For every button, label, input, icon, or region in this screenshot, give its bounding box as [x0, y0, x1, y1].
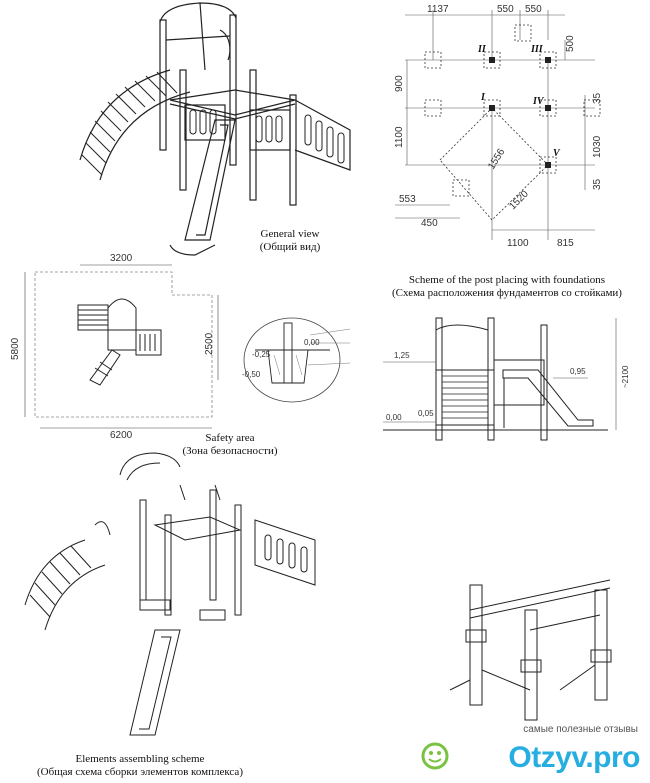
foundation-dim-050: -0,50	[242, 370, 261, 379]
side-view-drawing: 1,25 0,95 ~2100 0,00 0,05	[383, 317, 630, 441]
foundation-detail-drawing: 0,00 -0,25 -0,50	[242, 317, 351, 403]
safety-area-caption-en: Safety area	[205, 432, 255, 444]
post-scheme-caption-en: Scheme of the post placing with foundati…	[408, 274, 606, 286]
post-scheme-panel: 1137 550 550 500 900 1100 35 1030 35 155…	[385, 0, 650, 270]
general-view-caption-ru: (Общий вид)	[259, 241, 321, 253]
side-dim-2100: ~2100	[621, 365, 630, 388]
watermark-logo-icon	[420, 741, 450, 771]
safety-dim-top: 3200	[110, 253, 133, 264]
watermark-brand: Otzyv.pro	[508, 741, 640, 774]
dim-1520: 1520	[507, 188, 531, 212]
general-view-panel	[60, 0, 380, 270]
general-view-drawing	[79, 2, 351, 256]
dim-1556: 1556	[486, 147, 507, 172]
post-label-4: IV	[532, 96, 545, 107]
connection-detail-drawing	[449, 579, 612, 721]
post-label-3: III	[530, 44, 544, 55]
post-label-5: V	[553, 148, 561, 159]
dim-bottom-1100: 1100	[507, 238, 529, 249]
foundation-dim-0: 0,00	[304, 338, 320, 347]
dim-900: 900	[394, 75, 405, 92]
assembly-drawing	[24, 452, 316, 736]
post-scheme-caption-ru: (Схема расположения фундаментов со стойк…	[392, 287, 622, 299]
dim-450: 450	[421, 218, 438, 229]
general-view-caption: General view (Общий вид)	[230, 228, 350, 254]
post-scheme-drawing: 1137 550 550 500 900 1100 35 1030 35 155…	[394, 4, 603, 249]
dim-500: 500	[565, 35, 576, 52]
safety-dim-right: 2500	[204, 332, 215, 355]
dim-550b: 550	[525, 4, 542, 15]
dim-815: 815	[557, 238, 574, 249]
assembly-caption: Elements assembling scheme (Общая схема …	[10, 753, 270, 779]
assembly-panel	[15, 445, 335, 745]
assembly-caption-ru: (Общая схема сборки элементов комплекса)	[37, 766, 243, 778]
foundation-dim-025: -0,25	[252, 350, 271, 359]
dim-1030: 1030	[592, 135, 603, 158]
side-dim-095: 0,95	[570, 367, 586, 376]
dim-1137: 1137	[427, 4, 449, 15]
connection-detail-panel	[430, 570, 650, 730]
dim-553: 553	[399, 194, 416, 205]
post-label-1: I	[480, 92, 486, 103]
safety-area-panel: 3200 5800 2500 6200	[0, 250, 235, 450]
safety-area-drawing: 3200 5800 2500 6200	[10, 253, 219, 441]
safety-area-caption: Safety area (Зона безопасности)	[170, 432, 290, 458]
side-dim-000: 0,00	[386, 413, 402, 422]
safety-area-caption-ru: (Зона безопасности)	[182, 445, 278, 457]
post-label-2: II	[477, 44, 487, 55]
assembly-caption-en: Elements assembling scheme	[75, 753, 205, 765]
dim-35b: 35	[592, 178, 603, 190]
post-scheme-caption: Scheme of the post placing with foundati…	[372, 274, 642, 300]
safety-dim-bottom: 6200	[110, 430, 133, 441]
side-dim-125: 1,25	[394, 351, 410, 360]
dim-1100: 1100	[394, 126, 405, 148]
side-dim-005: 0,05	[418, 409, 434, 418]
foundation-detail-panel: 0,00 -0,25 -0,50	[240, 315, 370, 405]
watermark-tagline: самые полезные отзывы	[523, 724, 638, 735]
side-view-panel: 1,25 0,95 ~2100 0,00 0,05	[378, 310, 650, 455]
general-view-caption-en: General view	[260, 228, 320, 240]
safety-dim-left: 5800	[10, 337, 21, 360]
dim-35a: 35	[592, 92, 603, 104]
dim-550a: 550	[497, 4, 514, 15]
